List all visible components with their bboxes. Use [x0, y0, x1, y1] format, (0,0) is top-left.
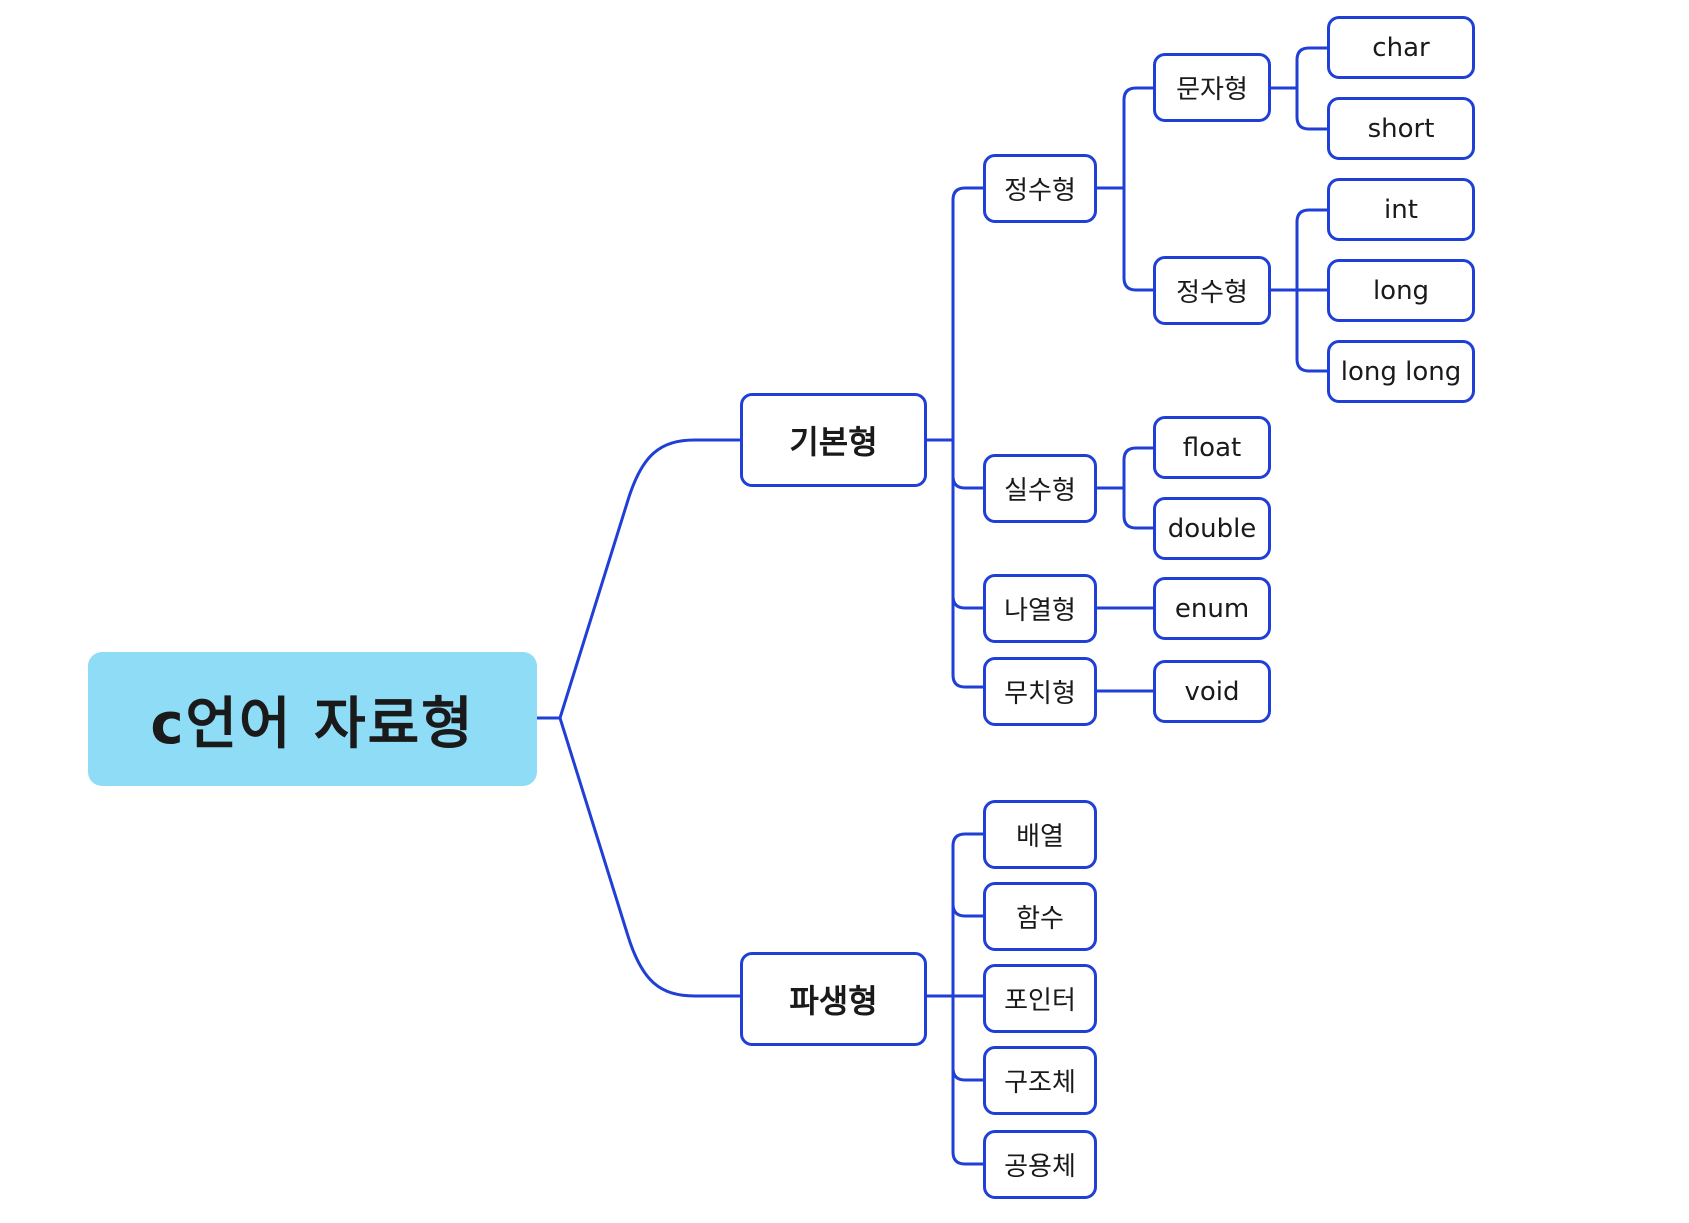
- leaf-char[interactable]: char: [1327, 16, 1475, 79]
- leaf-float[interactable]: float: [1153, 416, 1271, 479]
- leaf-struct[interactable]: 구조체: [983, 1046, 1097, 1115]
- void-type-node[interactable]: 무치형: [983, 657, 1097, 726]
- leaf-long[interactable]: long: [1327, 259, 1475, 322]
- derived-type-node[interactable]: 파생형: [740, 952, 927, 1046]
- edge-int-type-children: [1269, 208, 1329, 373]
- real-type-node[interactable]: 실수형: [983, 454, 1097, 523]
- leaf-pointer[interactable]: 포인터: [983, 964, 1097, 1033]
- leaf-long-long[interactable]: long long: [1327, 340, 1475, 403]
- char-type-node[interactable]: 문자형: [1153, 53, 1271, 122]
- basic-type-node[interactable]: 기본형: [740, 393, 927, 487]
- leaf-union[interactable]: 공용체: [983, 1130, 1097, 1199]
- edge-root-to-basic: [535, 438, 742, 720]
- integer-type-node[interactable]: 정수형: [983, 154, 1097, 223]
- leaf-short[interactable]: short: [1327, 97, 1475, 160]
- enumerated-type-node[interactable]: 나열형: [983, 574, 1097, 643]
- root-node[interactable]: c언어 자료형: [88, 652, 537, 786]
- edge-integer-children: [1095, 86, 1155, 292]
- edge-derived-children: [925, 832, 985, 1166]
- int-type-node[interactable]: 정수형: [1153, 256, 1271, 325]
- edge-basic-children: [925, 186, 985, 689]
- edge-char-type-children: [1269, 46, 1329, 131]
- leaf-void[interactable]: void: [1153, 660, 1271, 723]
- leaf-function[interactable]: 함수: [983, 882, 1097, 951]
- leaf-array[interactable]: 배열: [983, 800, 1097, 869]
- leaf-int[interactable]: int: [1327, 178, 1475, 241]
- leaf-double[interactable]: double: [1153, 497, 1271, 560]
- edge-real-children: [1095, 446, 1155, 530]
- edge-root-to-derived: [558, 716, 742, 998]
- leaf-enum[interactable]: enum: [1153, 577, 1271, 640]
